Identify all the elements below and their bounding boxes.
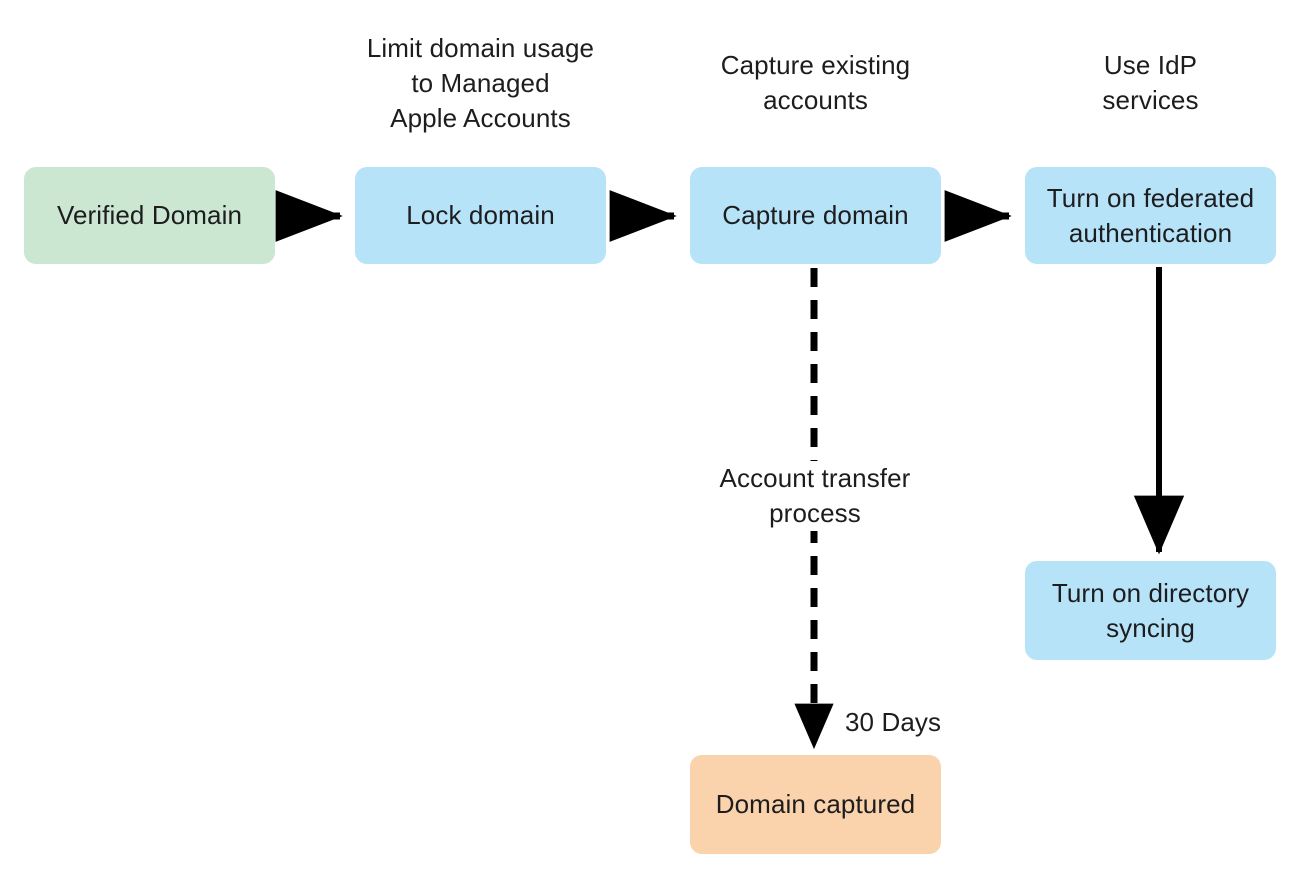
node-capture-domain[interactable]: Capture domain [690,167,941,264]
node-lock-domain[interactable]: Lock domain [355,167,606,264]
node-federated-auth[interactable]: Turn on federated authentication [1025,167,1276,264]
caption-federated-auth: Use IdP services [1102,50,1199,115]
caption-lock-domain: Limit domain usage to Managed Apple Acco… [366,33,595,133]
edge-label-account-transfer: Account transfer process [664,461,966,531]
node-directory-syncing[interactable]: Turn on directory syncing [1025,561,1276,660]
edge-label-30-days: 30 Days [845,707,942,737]
node-verified-domain[interactable]: Verified Domain [24,167,275,264]
node-domain-captured[interactable]: Domain captured [690,755,941,854]
caption-capture-domain: Capture existing accounts [720,50,911,115]
